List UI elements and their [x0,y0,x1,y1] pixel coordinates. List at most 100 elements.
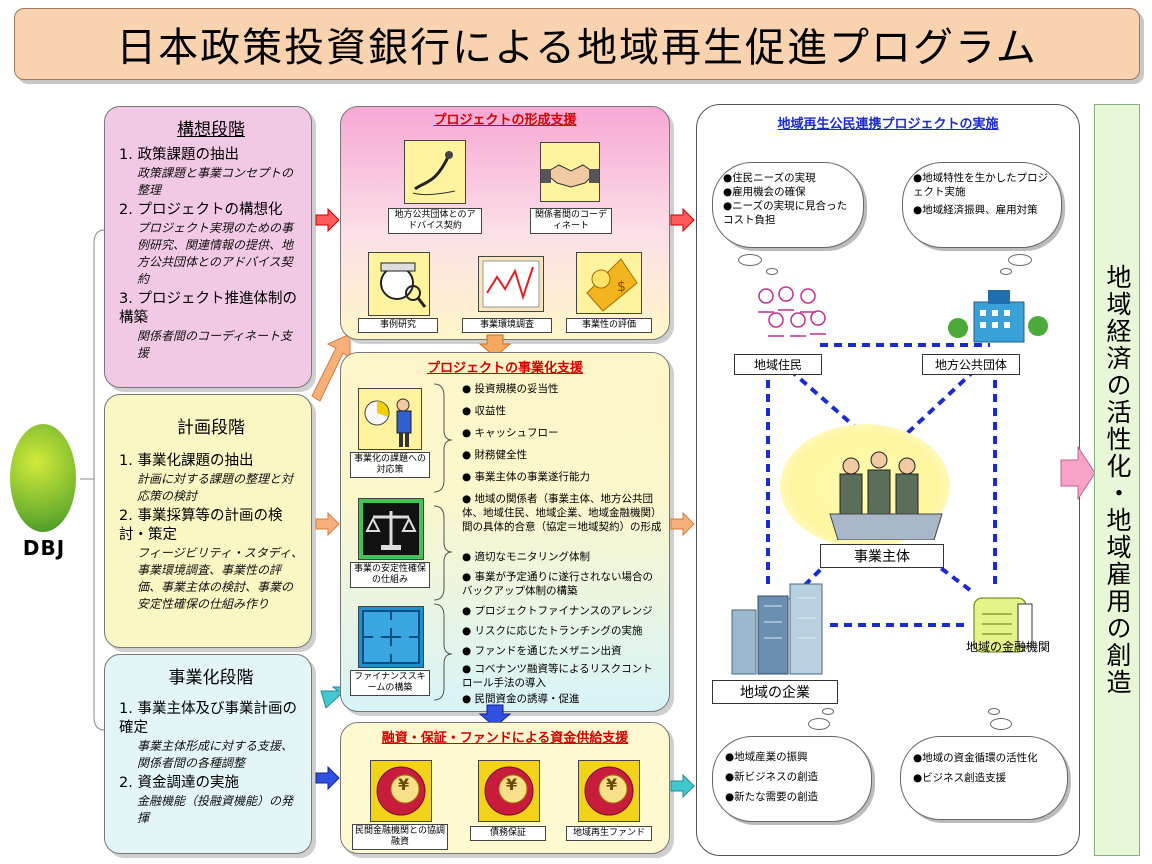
cloud-item: ●ビジネス創造支援 [913,772,1007,784]
page-title: 日本政策投資銀行による地域再生促進プログラム [14,8,1140,80]
card-case-study: 事例研究 [358,318,438,333]
stage-item-detail: プロジェクト実現のための事例研究、関連情報の提供、地方公共団体とのアドバイス契約 [137,221,294,286]
stage-item-detail: 関係者間のコーディネート支援 [137,329,293,360]
arrow-panel2-to-panel3 [478,704,512,728]
cloud-text: 地域経済振興、雇用対策 [922,204,1038,216]
bullet-item: ● 事業主体の事業遂行能力 [462,471,591,483]
arrow-to-result [1060,446,1096,500]
stage-title: 構想段階 [177,120,245,140]
node-residents: 地域住民 [734,354,822,375]
stage-item-detail: 計画に対する課題の整理と対応策の検討 [137,472,294,503]
cloud-text: 新たな需要の創造 [734,791,819,803]
stage-item: 1. 政策課題の抽出 [119,147,239,163]
cloud-text: 地域特性を生かしたプロジェクト実施 [913,172,1049,198]
cloud-text: 地域産業の振興 [734,751,808,763]
cloud-text: 住民ニーズの実現 [732,172,816,184]
bullet-text: リスクに応じたトランチングの実施 [474,625,643,637]
cloud-tail [1008,254,1032,266]
cloud-item: ●雇用機会の確保 [723,186,806,198]
cloud-item: ●地域の資金循環の活性化 [913,752,1038,764]
card-business-evaluation: 事業性の評価 [566,318,652,333]
cloud-tail [1000,268,1012,275]
cloud-industry-promotion: ●地域産業の振興 ●新ビジネスの創造 ●新たな需要の創造 [712,736,872,822]
cloud-funds-circulation: ●地域の資金循環の活性化 ●ビジネス創造支援 [900,736,1068,820]
cloud-tail [766,268,778,275]
bullet-text: 適切なモニタリング体制 [474,551,591,563]
yen-symbol: ¥ [398,775,410,794]
card-regional-fund: 地域再生ファンド [566,826,652,841]
bullet-item: ● コベナンツ融資等によるリスクコントロール手法の導入 [462,663,653,689]
cloud-text: 雇用機会の確保 [732,186,806,198]
bullet-text: 事業が予定通りに遂行されない場合のバックアップ体制の構築 [462,571,653,597]
bullet-item: ● 収益性 [462,405,507,417]
bullet-item: ● キャッシュフロー [462,427,559,439]
stage-title: 事業化段階 [168,668,254,688]
right-panel-title: 地域再生公民連携プロジェクトの実施 [777,117,999,132]
coin-icon: ¥ [478,760,540,822]
stage-item: 2. 資金調達の実施 [119,775,239,791]
stage-item-detail: フィージビリティ・スタディ、事業環境調査、事業性の評価、事業主体の検討、事業の安… [137,546,303,611]
bullet-text: キャッシュフロー [474,427,559,439]
arrow-panel2-to-right [670,512,695,536]
cloud-text: ニーズの実現に見合ったコスト負担 [723,200,848,226]
chart-icon [478,256,544,312]
arrow-stage2-to-panel2 [315,512,340,536]
stage-item: 3. プロジェクト推進体制の構築 [119,291,297,326]
company-buildings-icon [724,582,828,676]
bullet-text: 民間資金の誘導・促進 [474,693,580,705]
yen-symbol: ¥ [606,775,618,794]
business-people-icon [826,430,946,541]
cloud-regional-features: ●地域特性を生かしたプロジェクト実施 ●地域経済振興、雇用対策 [902,162,1062,248]
bullet-item: ● プロジェクトファイナンスのアレンジ [462,605,653,617]
card-environment-survey: 事業環境調査 [462,318,552,333]
card-debt-guarantee: 債務保証 [470,826,546,841]
cloud-item: ●新たな需要の創造 [725,791,819,803]
puzzle-icon [358,606,424,668]
cloud-item: ●住民ニーズの実現 [723,172,816,184]
cloud-item: ●新ビジネスの創造 [725,771,819,783]
node-banks: 地域の金融機関 [965,640,1050,654]
group-brace [433,383,453,701]
handshake-icon [540,142,600,202]
panel-title: プロジェクトの形成支援 [433,113,577,128]
dbj-logo-circle [10,424,76,532]
bullet-text: コベナンツ融資等によるリスクコントロール手法の導入 [462,663,653,689]
yen-symbol: ¥ [506,775,518,794]
stage-planning: 計画段階 1. 事業化課題の抽出 計画に対する課題の整理と対応策の検討 2. 事… [104,394,312,648]
bank-building-icon [970,592,1038,656]
arrow-stage3-to-panel3 [315,766,340,790]
cloud-item: ●地域特性を生かしたプロジェクト実施 [913,172,1049,198]
cloud-item: ●地域産業の振興 [725,751,808,763]
bullet-text: 投資規模の妥当性 [474,383,559,395]
card-co-financing: 民間金融機関との協調融資 [352,824,448,850]
card-stability-mechanism: 事業の安定性確保の仕組み [350,562,430,588]
stage-item: 1. 事業主体及び事業計画の確定 [119,701,297,736]
node-business-entity: 事業主体 [820,544,944,568]
bullet-text: 収益性 [474,405,507,417]
cloud-text: 地域の資金循環の活性化 [922,752,1038,764]
bullet-text: 地域の関係者（事業主体、地方公共団体、地域住民、地域企業、地域金融機関）間の具体… [462,493,662,533]
cloud-tail [990,718,1012,730]
svg-text:$: $ [617,279,626,295]
residents-icon [752,282,832,352]
stage-item-detail: 金融機能（投融資機能）の発揮 [137,794,294,825]
cloud-text: 新ビジネスの創造 [734,771,819,783]
bullet-text: 事業主体の事業遂行能力 [474,471,591,483]
stage-concept: 構想段階 1. 政策課題の抽出 政策課題と事業コンセプトの整理 2. プロジェク… [104,106,312,388]
panel2-bullets: ● 投資規模の妥当性 ● 収益性 ● キャッシュフロー ● 財務健全性 ● 事業… [462,382,666,712]
bullet-item: ● ファンドを通じたメザニン出資 [462,645,622,657]
cloud-tail [988,708,1000,715]
stage-item: 1. 事業化課題の抽出 [119,453,254,469]
card-advisory-contract: 地方公共団体とのアドバイス契約 [388,208,482,234]
cloud-resident-needs: ●住民ニーズの実現 ●雇用機会の確保 ●ニーズの実現に見合ったコスト負担 [712,162,864,248]
result-banner: 地域経済の活性化・地域雇用の創造 [1094,104,1140,856]
coin-icon: ¥ [370,760,432,822]
scale-icon [358,498,424,560]
government-building-icon [948,288,1048,346]
dbj-logo: DBJ [8,420,80,580]
cloud-tail [822,708,834,715]
bullet-item: ● リスクに応じたトランチングの実施 [462,625,643,637]
cloud-tail [808,718,830,730]
bullet-item: ● 地域の関係者（事業主体、地方公共団体、地域住民、地域企業、地域金融機関）間の… [462,493,662,533]
arrow-panel3-to-right [670,774,695,798]
